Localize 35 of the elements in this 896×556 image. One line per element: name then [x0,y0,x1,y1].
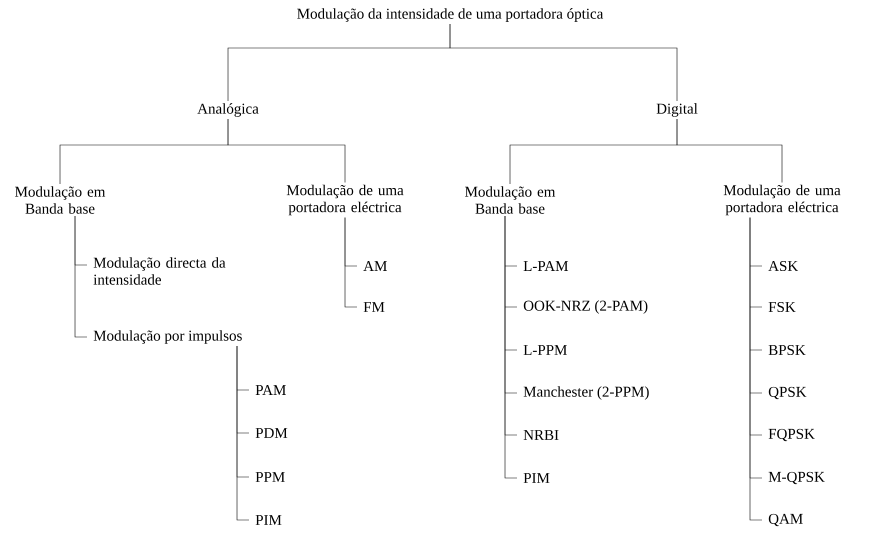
method-label: QAM [768,514,803,526]
connector-line [450,24,678,102]
connector-line [228,118,346,183]
method-label: ASK [768,260,798,272]
method-label: AM [363,261,387,271]
method-label: PPM [256,472,285,482]
category-label: Modulação em Banda base [465,186,556,214]
title-text: Modulação da intensidade de uma portadora óptica [297,8,604,22]
method-label: PAM [256,385,286,395]
method-label: PIM [524,473,550,483]
connector-line [504,216,518,478]
method-label: BPSK [768,344,806,356]
category-label: Modulação de uma portadora eléctrica [286,184,404,216]
method-label: FQPSK [768,428,815,442]
category-label: Modulação de uma portadora eléctrica [724,184,841,216]
method-label: PDM [256,428,288,438]
method-label: Modulação directa da intensidade [94,257,226,285]
method-label: M-QPSK [768,472,825,484]
category-label: Analógica [197,103,259,117]
connector-line [74,216,88,338]
method-label: FM [364,302,384,312]
category-label: Modulação em Banda base [15,186,106,214]
method-label: OOK-NRZ (2-PAM) [524,300,648,314]
method-label: PIM [256,515,282,525]
connector-line [676,118,782,183]
method-label: L-PPM [524,345,567,355]
method-label: Modulação por impulsos [94,330,242,344]
method-label: Manchester (2-PPM) [524,386,649,400]
method-label: FSK [768,302,796,312]
category-label: Digital [656,103,698,117]
method-label: NRBI [524,430,559,440]
connector-line [236,346,250,520]
method-label: L-PAM [524,261,568,271]
method-label: QPSK [768,386,806,400]
connector-line [344,217,358,308]
